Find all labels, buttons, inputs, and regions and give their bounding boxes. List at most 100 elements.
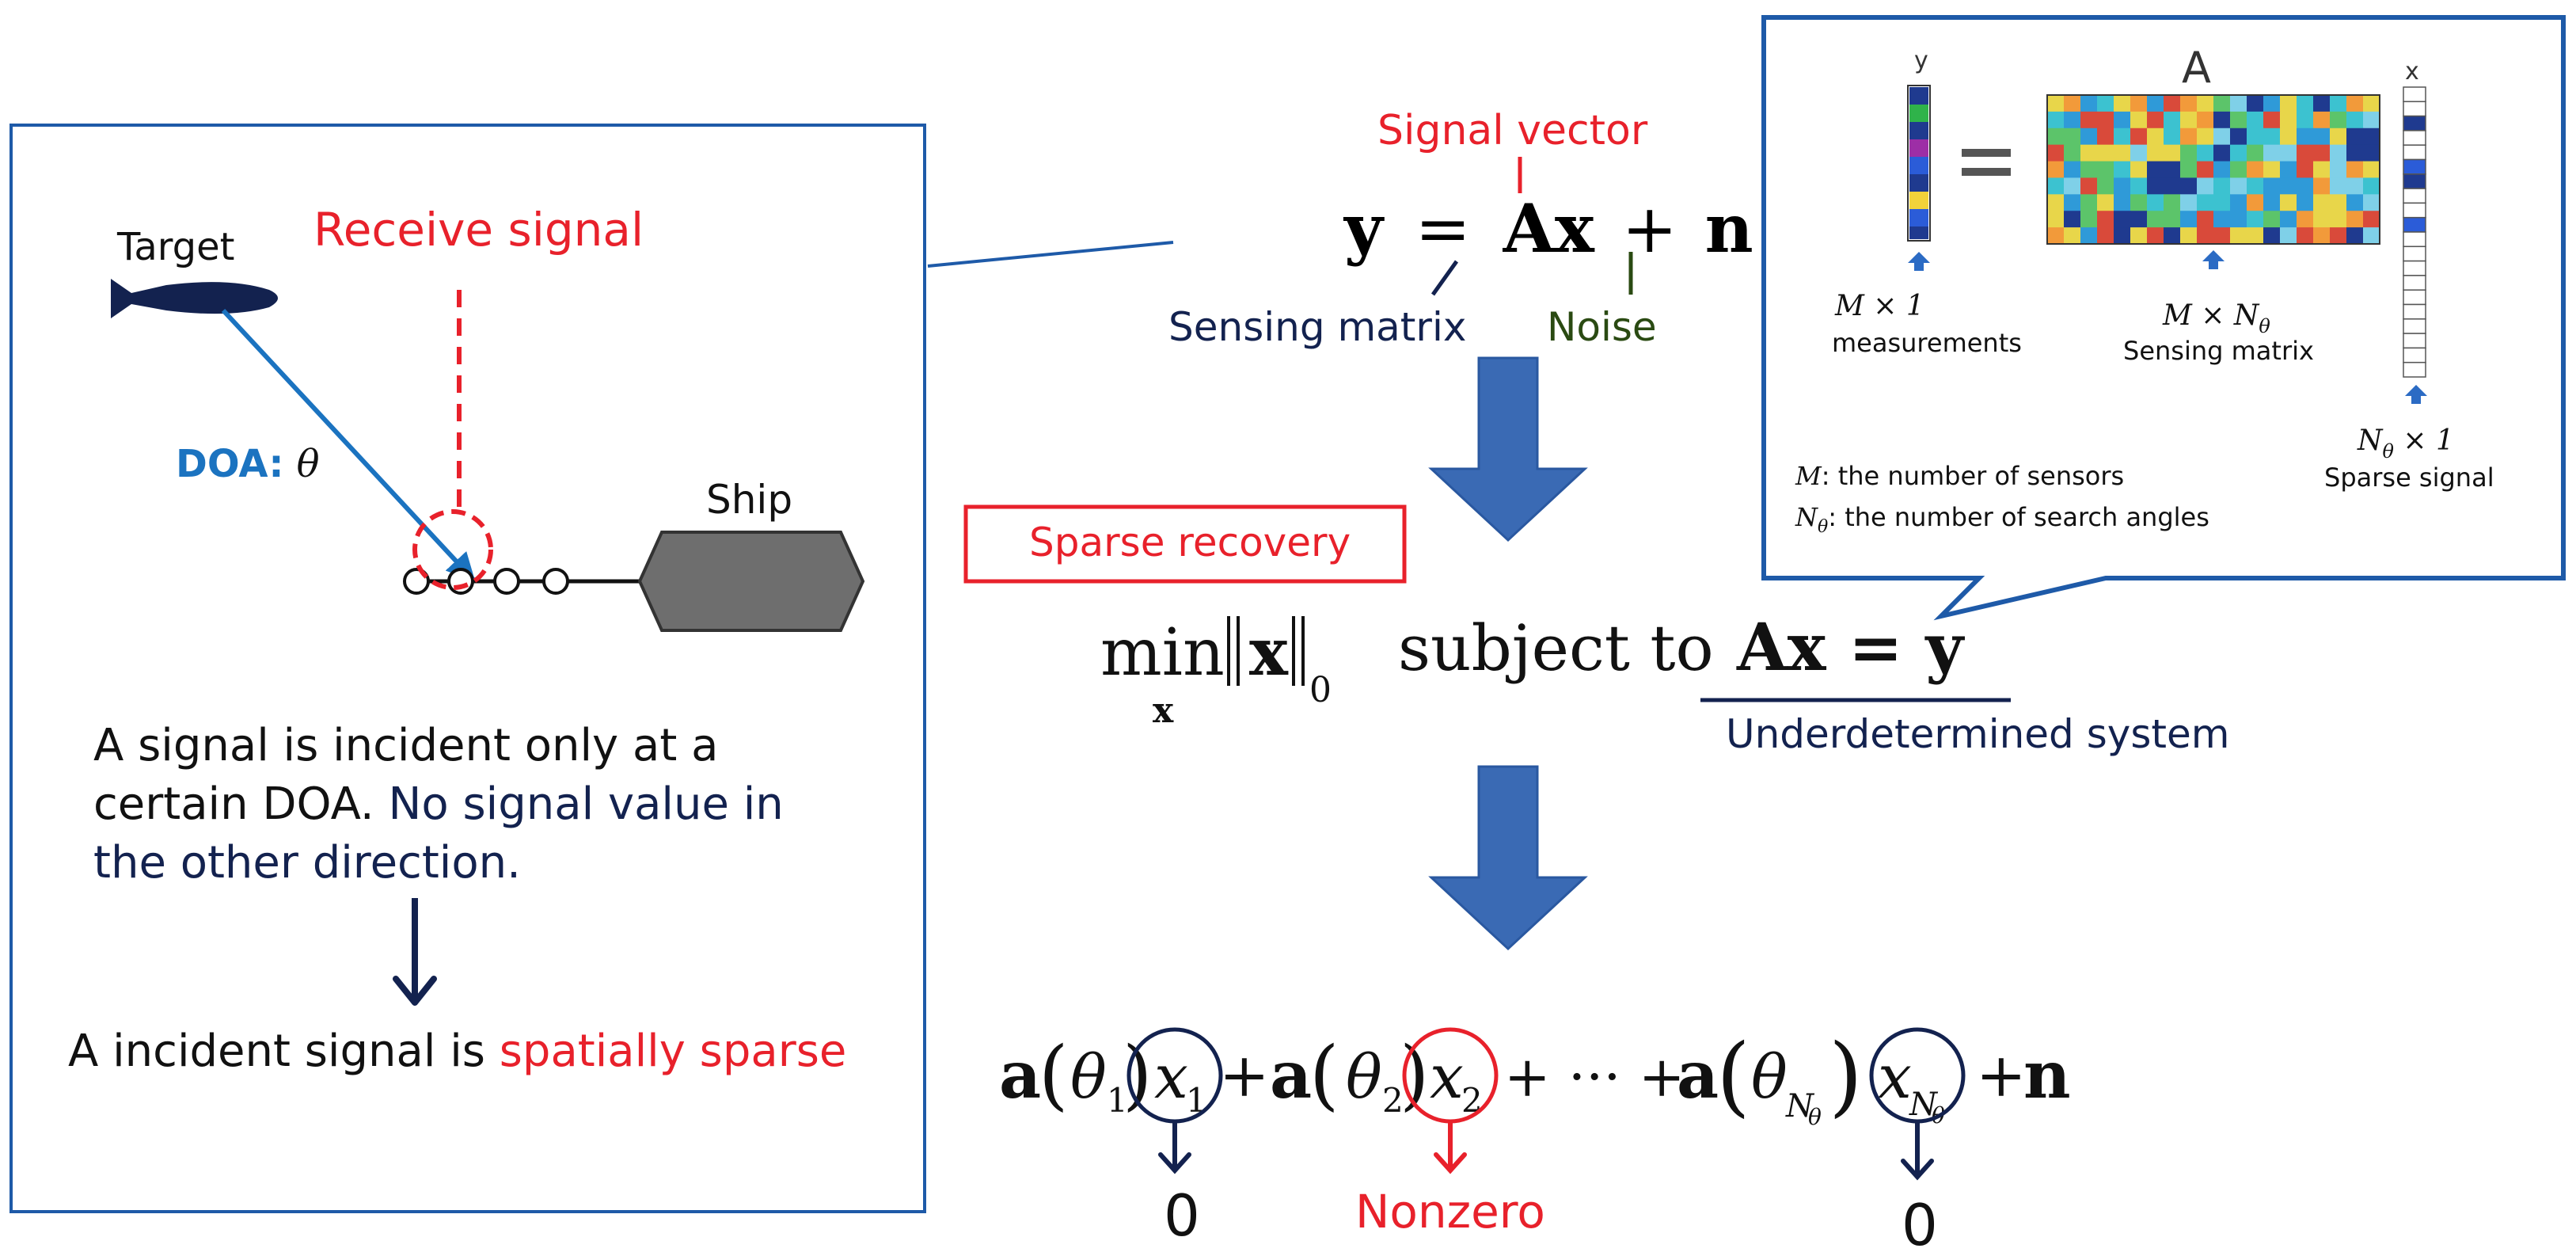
inset-def-1-sym: M: [1795, 461, 1822, 491]
matrix-cell: [2313, 211, 2331, 228]
inset-x-dim-tail: × 1: [2394, 424, 2454, 457]
matrix-cell: [2130, 128, 2148, 146]
x-vector-cell: [2403, 101, 2426, 117]
expansion-equation: a ( θ 1 ) x 1 + a ( θ 2 ) x 2 + ··· + a …: [999, 1025, 2071, 1256]
matrix-cell: [2280, 211, 2297, 228]
matrix-cell: [2230, 111, 2247, 129]
matrix-cell: [2197, 128, 2214, 146]
exp-n: n: [2023, 1037, 2071, 1113]
matrix-cell: [2346, 144, 2364, 162]
matrix-cell: [2230, 95, 2247, 112]
exp-rparen3: ): [1829, 1025, 1863, 1126]
signal-model: Signal vector y = Ax + n Sensing matrix …: [1168, 107, 1753, 350]
matrix-cell: [2213, 194, 2231, 211]
matrix-cell: [2197, 144, 2214, 162]
matrix-cell: [2097, 194, 2114, 211]
matrix-cell: [2346, 194, 2364, 211]
matrix-cell: [2280, 194, 2297, 211]
inset-x-dim: Nθ × 1: [2357, 424, 2454, 462]
conclusion-text-b: spatially sparse: [500, 1026, 847, 1077]
inset-a-dim-main: M × N: [2162, 299, 2260, 332]
zero-label-2: 0: [1902, 1192, 1938, 1256]
matrix-cell: [2230, 128, 2247, 146]
matrix-cell: [2280, 161, 2297, 178]
matrix-cell: [2180, 111, 2198, 129]
signal-vector-label: Signal vector: [1377, 107, 1648, 154]
sensing-matrix-label: Sensing matrix: [1168, 304, 1466, 350]
doa-arrow: [221, 308, 476, 582]
matrix-cell: [2114, 95, 2131, 112]
matrix-cell: [2363, 144, 2380, 162]
inset-m-label: measurements: [1832, 328, 2022, 358]
inset-x-dim-main: N: [2357, 424, 2384, 457]
matrix-cell: [2114, 161, 2131, 178]
x-vector-cell: [2403, 289, 2426, 306]
matrix-cell: [2197, 211, 2214, 228]
conclusion-arrow-head: [393, 976, 437, 1006]
exp-x2: x: [1430, 1041, 1464, 1112]
matrix-cell: [2114, 177, 2131, 195]
sparse-recovery-box: [963, 504, 1407, 584]
matrix-cell: [2130, 161, 2148, 178]
inset-def-2-sub: θ: [1818, 517, 1828, 537]
matrix-cell: [2064, 211, 2081, 228]
matrix-cell: [2213, 111, 2231, 129]
sensing-matrix-tick: [1430, 260, 1459, 296]
matrix-cell: [2313, 194, 2331, 211]
inset-a-label: Sensing matrix: [2123, 336, 2314, 366]
matrix-cell: [2330, 95, 2347, 112]
matrix-cell: [2180, 211, 2198, 228]
description-line-2: certain DOA. No signal value in: [93, 778, 784, 830]
matrix-cell: [2280, 111, 2297, 129]
inset-A-matrix: [2047, 95, 2380, 245]
doa-theta-symbol: θ: [297, 442, 320, 486]
x-vector-cell: [2403, 275, 2426, 291]
matrix-cell: [2080, 111, 2098, 129]
matrix-cell: [2346, 128, 2364, 146]
matrix-cell: [2230, 177, 2247, 195]
inset-def-1-text: : the number of sensors: [1822, 461, 2124, 491]
matrix-cell: [2164, 177, 2181, 195]
matrix-cell: [2213, 211, 2231, 228]
matrix-cell: [2346, 161, 2364, 178]
xN-down-arrow-head: [1901, 1159, 1934, 1181]
matrix-cell: [2047, 194, 2065, 211]
matrix-cell: [2247, 128, 2264, 146]
matrix-cell: [2280, 95, 2297, 112]
inset-arrow-y: [1908, 252, 1930, 271]
x-vector-cell: [2403, 86, 2426, 103]
matrix-cell: [2097, 227, 2114, 245]
inset-def-2-sym: N: [1795, 502, 1818, 532]
matrix-cell: [2064, 111, 2081, 129]
receive-signal-label: Receive signal: [313, 203, 644, 257]
inset-equals-top: [1962, 149, 2011, 157]
exp-x1: x: [1154, 1041, 1188, 1112]
matrix-cell: [2180, 177, 2198, 195]
matrix-cell: [2130, 111, 2148, 129]
underdetermined-label: Underdetermined system: [1726, 711, 2229, 757]
inset-x-dim-sub: θ: [2383, 440, 2395, 462]
matrix-cell: [2064, 177, 2081, 195]
inset-callout: y A x M × 1 measurements: [1761, 15, 2566, 621]
matrix-cell: [2247, 111, 2264, 129]
matrix-cell: [2230, 211, 2247, 228]
description-line-1: A signal is incident only at a: [93, 720, 718, 771]
recovery-norm-x: x: [1249, 615, 1289, 691]
matrix-cell: [2147, 194, 2164, 211]
matrix-cell: [2213, 144, 2231, 162]
matrix-cell: [2147, 95, 2164, 112]
noise-label: Noise: [1547, 304, 1657, 350]
inset-def-1: M: the number of sensors: [1795, 461, 2124, 491]
matrix-cell: [2080, 211, 2098, 228]
matrix-cell: [2263, 211, 2281, 228]
description-line-2b: No signal value in: [374, 778, 784, 830]
matrix-cell: [2313, 161, 2331, 178]
matrix-cell: [2247, 194, 2264, 211]
exp-dots: + ··· +: [1504, 1045, 1685, 1109]
matrix-cell: [2080, 161, 2098, 178]
matrix-cell: [2147, 177, 2164, 195]
matrix-cell: [2197, 194, 2214, 211]
matrix-cell: [2080, 227, 2098, 245]
matrix-cell: [2097, 211, 2114, 228]
model-equation: y = Ax + n: [1343, 189, 1753, 268]
